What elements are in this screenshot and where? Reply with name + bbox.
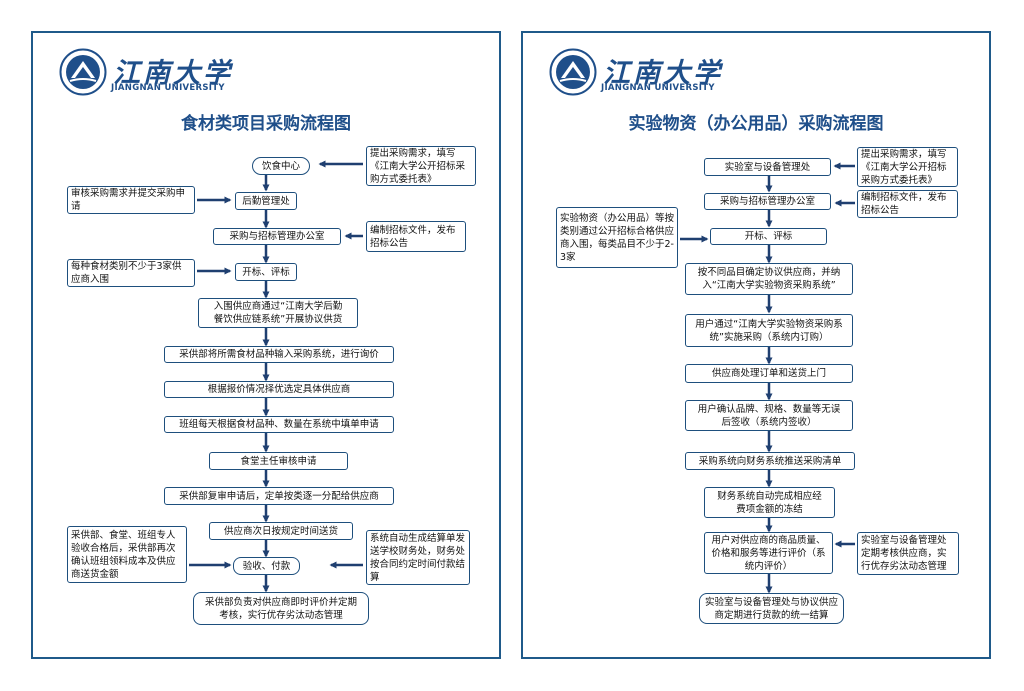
side-note-suppliers: 每种食材类别不少于3家供应商入围: [67, 259, 195, 287]
flow-step-4: 开标、评标: [235, 263, 297, 281]
page-title: 实验物资（办公用品）采购流程图: [628, 114, 884, 134]
side-note-tender-doc: 编制招标文件，发布招标公告: [366, 221, 466, 252]
side-note-review: 审核采购需求并提交采购申请: [67, 186, 195, 214]
flow-step-3: 开标、评标: [710, 228, 827, 245]
side-note-tender-doc: 编制招标文件，发布招标公告: [857, 190, 958, 218]
flow-step-3: 采购与招标管理办公室: [213, 228, 341, 245]
flow-step-4: 按不同品目确定协议供应商，并纳入“江南大学实验物资采购系统”: [685, 263, 853, 295]
flow-step-10: 用户对供应商的商品质量、价格和服务等进行评价（系统内评价）: [704, 532, 833, 574]
flow-step-5: 用户通过“江南大学实验物资采购系统”实施采购（系统内订购）: [685, 314, 853, 347]
university-logo-icon: [549, 48, 597, 96]
side-note-acceptance: 采供部、食堂、班组专人验收合格后，采供部再次确认班组领料成本及供应商送货金额: [67, 526, 187, 583]
page-title: 食材类项目采购流程图: [181, 114, 351, 134]
university-name-cn: 江南大学: [113, 58, 233, 89]
side-note-suppliers: 实验物资（办公用品）等按类别通过公开招标合格供应商入围，每类品目不少于2-3家: [556, 207, 678, 268]
university-name-en: JIANGNAN UNIVERSITY: [111, 83, 225, 93]
flow-step-1: 饮食中心: [252, 157, 310, 175]
flow-step-7: 根据报价情况择优选定具体供应商: [164, 381, 394, 398]
side-note-request: 提出采购需求，填写《江南大学公开招标采购方式委托表》: [366, 146, 476, 186]
flow-step-9: 食堂主任审核申请: [209, 452, 348, 470]
flow-step-5: 入围供应商通过“江南大学后勤餐饮供应链系统”开展协议供货: [198, 298, 358, 328]
food-procurement-panel: 江南大学 JIANGNAN UNIVERSITY 食材类项目采购流程图: [31, 31, 501, 659]
flow-step-10: 采供部复审申请后，定单按类逐一分配给供应商: [164, 487, 394, 505]
flow-step-2: 采购与招标管理办公室: [704, 193, 831, 210]
flow-step-13: 采供部负责对供应商即时评价并定期考核，实行优存劣汰动态管理: [193, 592, 369, 625]
flow-step-1: 实验室与设备管理处: [704, 158, 831, 176]
flow-step-9: 财务系统自动完成相应经费项金额的冻结: [704, 487, 835, 518]
flow-step-11: 供应商次日按规定时间送货: [209, 522, 353, 540]
flow-step-8: 班组每天根据食材品种、数量在系统中填单申请: [164, 416, 394, 433]
side-note-request: 提出采购需求，填写《江南大学公开招标采购方式委托表》: [857, 147, 958, 187]
side-note-evaluation: 实验室与设备管理处定期考核供应商，实行优存劣汰动态管理: [857, 532, 959, 575]
flow-step-6: 供应商处理订单和送货上门: [685, 364, 853, 383]
university-name-en: JIANGNAN UNIVERSITY: [601, 83, 715, 93]
flow-arrows: [189, 160, 363, 593]
flow-step-7: 用户确认品牌、规格、数量等无误后签收（系统内签收）: [685, 400, 853, 431]
side-note-settlement: 系统自动生成结算单发送学校财务处，财务处按合同约定时间付款结算: [366, 530, 470, 585]
university-name-cn: 江南大学: [603, 58, 723, 89]
flow-step-11: 实验室与设备管理处与协议供应商定期进行货款的统一结算: [699, 593, 844, 624]
lab-supplies-procurement-panel: 江南大学 JIANGNAN UNIVERSITY 实验物资（办公用品）采购流程图…: [521, 31, 991, 659]
flow-step-6: 采供部将所需食材品种输入采购系统，进行询价: [164, 346, 394, 363]
flow-step-8: 采购系统向财务系统推送采购清单: [685, 452, 855, 470]
university-logo-icon: [59, 48, 107, 96]
flow-arrows: [680, 162, 855, 594]
flow-step-2: 后勤管理处: [235, 192, 297, 210]
flow-step-12: 验收、付款: [233, 557, 300, 575]
